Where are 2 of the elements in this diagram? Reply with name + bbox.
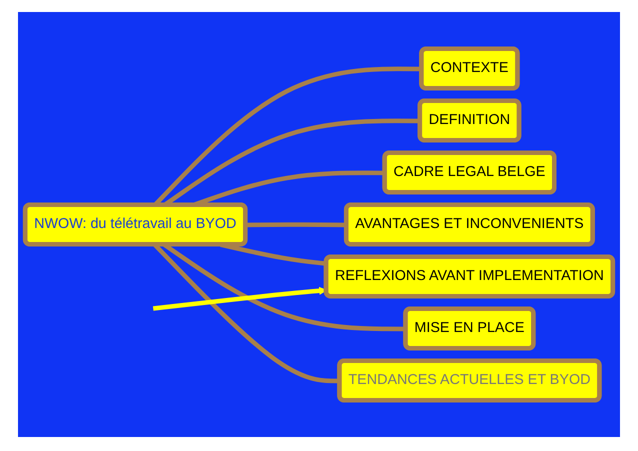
arrow	[152, 286, 327, 311]
slide-background: NWOW: du télétravail au BYOD CONTEXTE DEFINITION CADRE LEGAL BELGE AVANTAGES ET INCONVENIENTS REFLEXIONS AVANT IMPLEMENTATION MISE EN PLACE TENDANCES ACTUELLES ET BYOD	[18, 12, 620, 437]
